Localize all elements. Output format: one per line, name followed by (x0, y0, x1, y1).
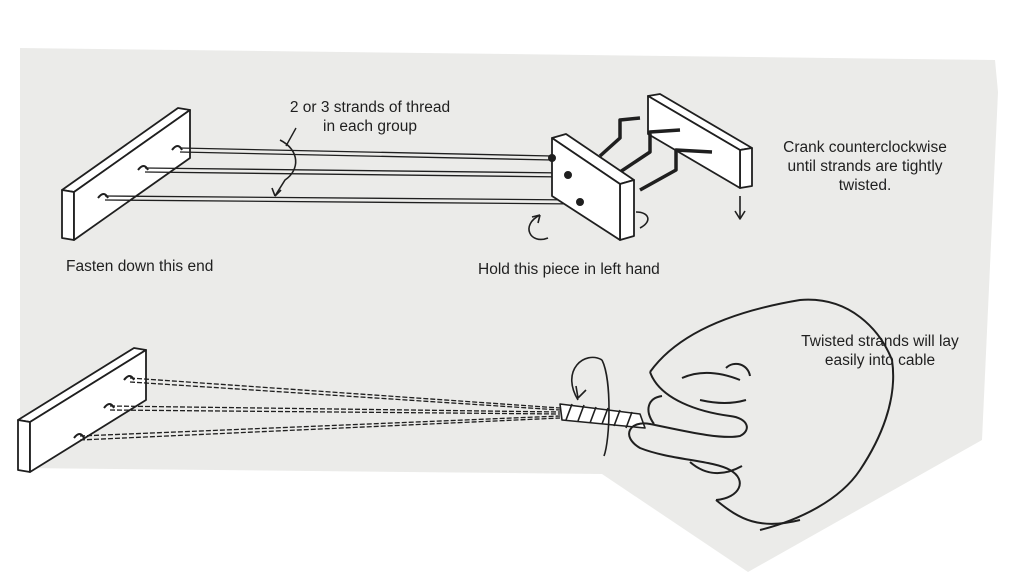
twisted-label-line1: Twisted strands will lay (801, 333, 959, 350)
left-board-top (61, 107, 191, 241)
left-board-bottom (17, 347, 147, 473)
twisted-cable (559, 403, 646, 429)
twisted-label-line2: easily into cable (824, 352, 936, 369)
bottom-figure (17, 298, 895, 531)
pointer-arrow (285, 127, 297, 147)
strands-bottom (79, 377, 561, 441)
crank-label-line1: Crank counterclockwise (783, 139, 947, 156)
rotate-arrow-left (528, 214, 549, 241)
hold-label: Hold this piece in left hand (478, 261, 660, 278)
strands-top (104, 147, 581, 205)
strands-label-line2: in each group (323, 118, 417, 135)
hooks-left-bottom (73, 375, 135, 439)
crank-label: Crank counterclockwise until strands are… (750, 138, 980, 195)
paper-sheet (20, 48, 998, 572)
back-board (647, 93, 753, 189)
rotate-arrow-bottom (571, 356, 603, 401)
crank-label-line3: twisted. (838, 177, 892, 194)
crank-label-line2: until strands are tightly (787, 158, 943, 175)
strands-label: 2 or 3 strands of thread in each group (250, 98, 490, 136)
crank-handles (598, 116, 713, 192)
knots-front (548, 154, 584, 206)
top-figure (61, 93, 753, 241)
fasten-label: Fasten down this end (66, 258, 214, 275)
hooks-left (97, 145, 183, 199)
twisted-label: Twisted strands will lay easily into cab… (770, 332, 990, 370)
hand (628, 298, 895, 531)
strands-label-line1: 2 or 3 strands of thread (289, 99, 451, 116)
front-board (551, 133, 635, 241)
twist-arrow-top (274, 139, 297, 197)
rotate-arrow-right (635, 211, 649, 229)
